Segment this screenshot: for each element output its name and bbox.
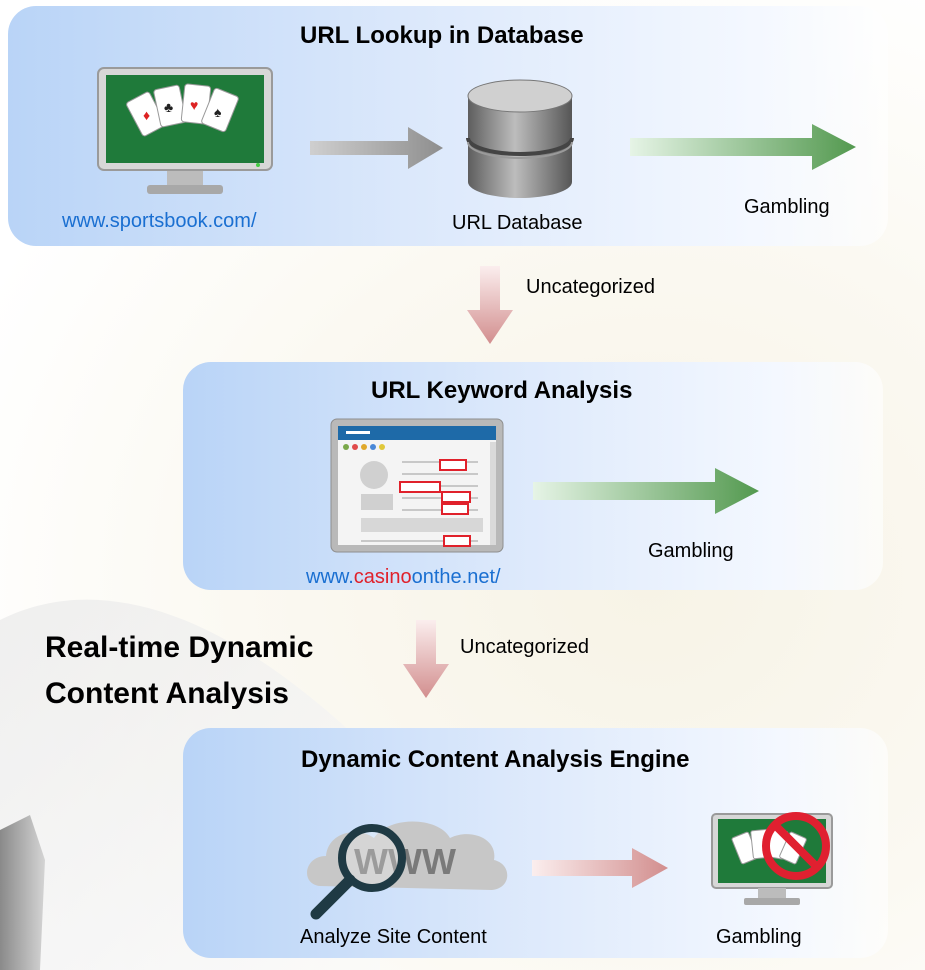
analyze-content-label: Analyze Site Content — [300, 926, 487, 948]
pink-down-arrow-2 — [403, 620, 449, 698]
svg-text:♦: ♦ — [143, 107, 150, 123]
dynamic-content-title: Dynamic Content Analysis Engine — [301, 746, 690, 773]
url-keyword-panel — [183, 362, 883, 590]
green-right-arrow-2 — [533, 468, 759, 514]
casino-url-keyword: casino — [353, 566, 412, 588]
sportsbook-url: www.sportsbook.com/ — [62, 210, 257, 232]
url-lookup-title: URL Lookup in Database — [300, 22, 584, 49]
dynamic-result-gambling: Gambling — [716, 926, 802, 948]
svg-text:♥: ♥ — [190, 97, 198, 113]
svg-text:♣: ♣ — [164, 99, 173, 115]
uncategorized-label-1: Uncategorized — [526, 276, 655, 298]
database-label: URL Database — [452, 212, 583, 234]
keyword-result-gambling: Gambling — [648, 540, 734, 562]
svg-text:♠: ♠ — [214, 104, 222, 120]
database-icon — [466, 79, 574, 198]
gray-right-arrow — [310, 127, 443, 169]
uncategorized-label-2: Uncategorized — [460, 636, 589, 658]
realtime-dynamic-title-line2: Content Analysis — [45, 677, 289, 710]
pink-down-arrow-1 — [467, 266, 513, 344]
monitor-cards-icon: ♦ ♣ ♥ ♠ — [97, 67, 273, 194]
url-keyword-title: URL Keyword Analysis — [371, 377, 633, 404]
green-right-arrow-1 — [630, 124, 856, 170]
casino-url: www.casinoonthe.net/ — [306, 566, 501, 589]
casino-url-prefix: www. — [306, 566, 354, 588]
realtime-dynamic-title-line1: Real-time Dynamic — [45, 631, 314, 664]
lookup-result-gambling: Gambling — [744, 196, 830, 218]
webpage-icon — [330, 418, 504, 553]
pink-right-arrow — [532, 848, 668, 888]
casino-url-suffix: onthe.net/ — [411, 566, 501, 588]
realtime-dynamic-title: Real-time Dynamic Content Analysis — [45, 625, 313, 717]
www-magnifier-icon: WWW — [307, 821, 508, 920]
blocked-monitor-icon — [711, 812, 833, 905]
